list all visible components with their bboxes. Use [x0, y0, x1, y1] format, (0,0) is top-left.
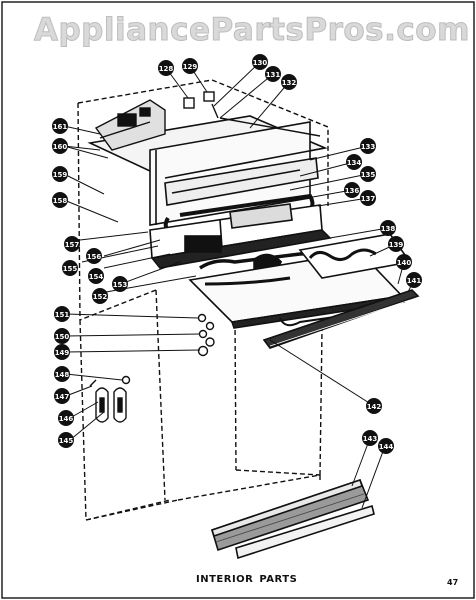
svg-text:151: 151 [55, 311, 70, 319]
callout-148: 148 [54, 366, 70, 382]
watermark: AppliancePartsPros.com [34, 12, 470, 49]
callout-160: 160 [52, 138, 68, 154]
callout-152: 152 [92, 288, 108, 304]
diagram-caption: INTERIOR PARTS [196, 574, 303, 585]
callout-144: 144 [378, 438, 394, 454]
caption-word-parts: PARTS [259, 574, 298, 585]
cabinet-outline [77, 79, 329, 521]
callout-132: 132 [281, 74, 297, 90]
callout-138: 138 [380, 220, 396, 236]
callout-150: 150 [54, 328, 70, 344]
callout-159: 159 [52, 166, 68, 182]
callout-153: 153 [112, 276, 128, 292]
callout-154: 154 [88, 268, 104, 284]
callout-142: 142 [366, 398, 382, 414]
svg-text:142: 142 [367, 403, 382, 411]
callout-147: 147 [54, 388, 70, 404]
svg-text:132: 132 [282, 79, 297, 87]
svg-text:136: 136 [345, 187, 360, 195]
svg-text:152: 152 [93, 293, 108, 301]
svg-text:131: 131 [266, 71, 281, 79]
svg-text:148: 148 [55, 371, 70, 379]
callout-145: 145 [58, 432, 74, 448]
svg-text:155: 155 [63, 265, 78, 273]
callout-139: 139 [388, 236, 404, 252]
svg-text:139: 139 [389, 241, 404, 249]
callout-130: 130 [252, 54, 268, 70]
callout-140: 140 [396, 254, 412, 270]
svg-text:143: 143 [363, 435, 378, 443]
svg-text:137: 137 [361, 195, 376, 203]
knobs [121, 313, 215, 385]
svg-text:157: 157 [65, 241, 80, 249]
svg-text:135: 135 [361, 171, 376, 179]
callout-133: 133 [360, 138, 376, 154]
svg-text:147: 147 [55, 393, 70, 401]
svg-text:134: 134 [347, 159, 362, 167]
control-bracket [94, 99, 166, 151]
svg-text:141: 141 [407, 277, 422, 285]
oven-liner [149, 203, 332, 269]
svg-text:161: 161 [53, 123, 68, 131]
callout-149: 149 [54, 344, 70, 360]
svg-text:159: 159 [53, 171, 68, 179]
callout-156: 156 [86, 248, 102, 264]
svg-text:129: 129 [183, 63, 198, 71]
svg-text:145: 145 [59, 437, 74, 445]
callout-146: 146 [58, 410, 74, 426]
callout-141: 141 [406, 272, 422, 288]
callout-131: 131 [265, 66, 281, 82]
svg-text:149: 149 [55, 349, 70, 357]
svg-text:133: 133 [361, 143, 376, 151]
svg-text:140: 140 [397, 259, 412, 267]
callout-135: 135 [360, 166, 376, 182]
svg-text:156: 156 [87, 253, 102, 261]
callout-143: 143 [362, 430, 378, 446]
svg-text:138: 138 [381, 225, 396, 233]
svg-text:130: 130 [253, 59, 268, 67]
svg-text:154: 154 [89, 273, 104, 281]
callout-157: 157 [64, 236, 80, 252]
svg-text:153: 153 [113, 281, 128, 289]
top-small-parts [183, 91, 321, 137]
callout-129: 129 [182, 58, 198, 74]
svg-text:160: 160 [53, 143, 68, 151]
callout-136: 136 [344, 182, 360, 198]
door-trim [210, 478, 375, 560]
callout-155: 155 [62, 260, 78, 276]
svg-text:158: 158 [53, 197, 68, 205]
callout-134: 134 [346, 154, 362, 170]
callout-158: 158 [52, 192, 68, 208]
caption-word-interior: INTERIOR [196, 574, 254, 585]
svg-text:150: 150 [55, 333, 70, 341]
callout-137: 137 [360, 190, 376, 206]
hinge-brackets [89, 379, 127, 423]
side-rail [262, 289, 420, 349]
callout-151: 151 [54, 306, 70, 322]
upper-frame [87, 115, 328, 226]
page-number: 47 [447, 578, 459, 587]
callout-161: 161 [52, 118, 68, 134]
svg-text:128: 128 [159, 65, 174, 73]
svg-text:146: 146 [59, 415, 74, 423]
callout-128: 128 [158, 60, 174, 76]
svg-text:144: 144 [379, 443, 394, 451]
callouts: 128 129 130 131 132 133 134 135 136 137 … [52, 54, 422, 454]
